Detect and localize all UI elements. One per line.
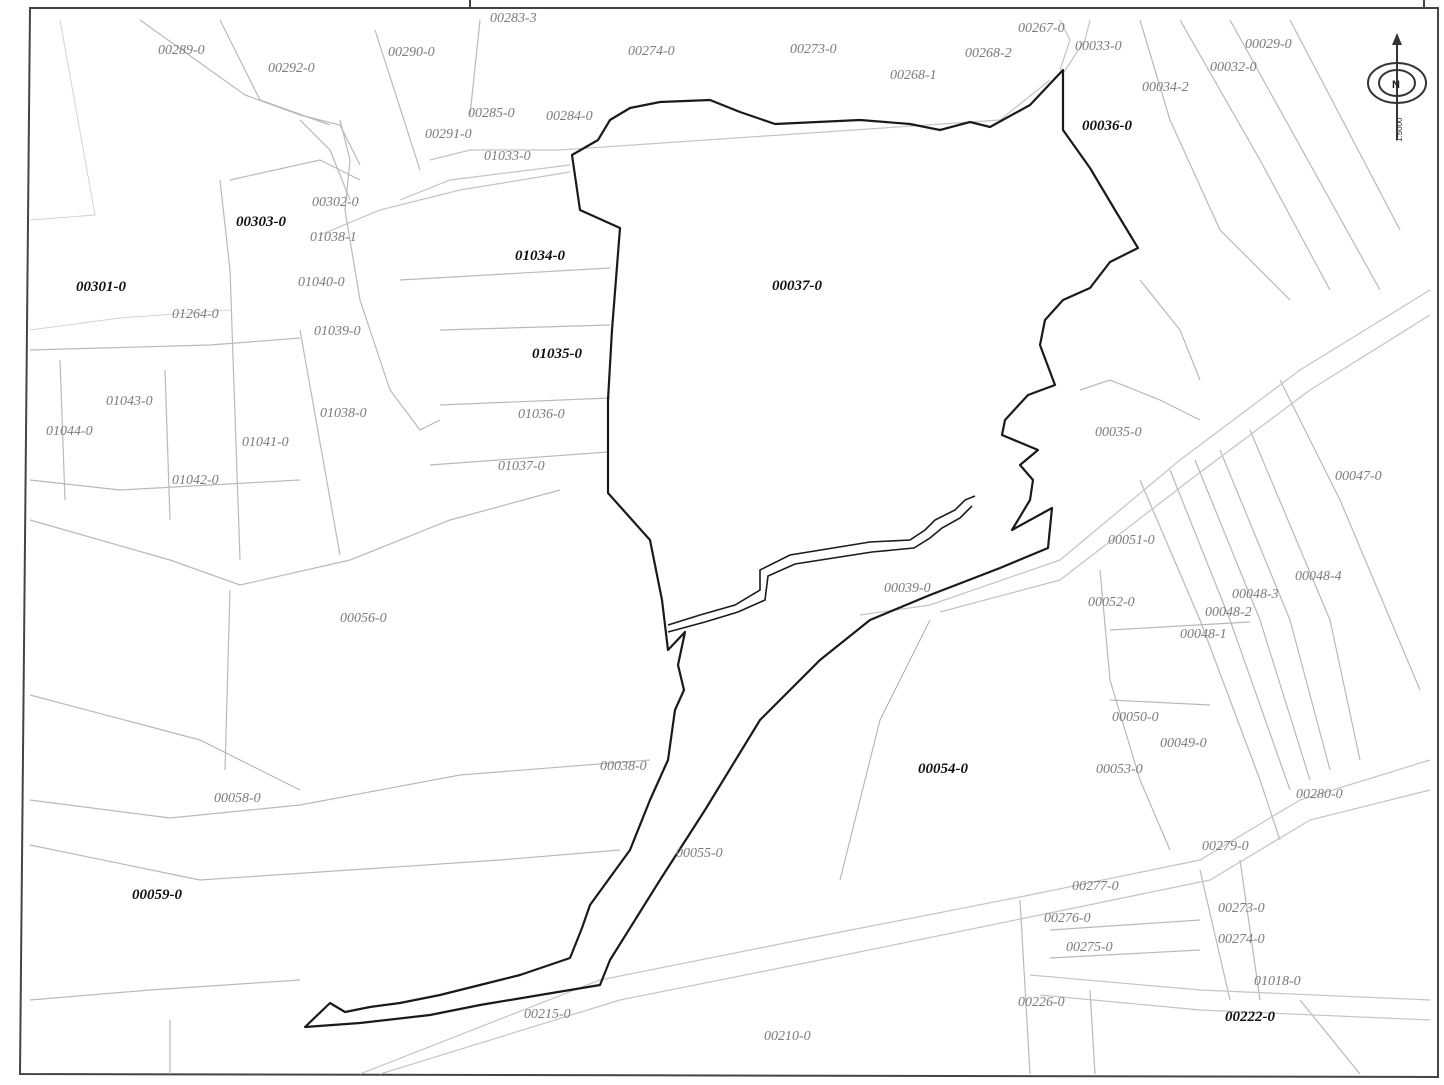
parcel-label: 00059-0 [132, 887, 182, 903]
map-frame [18, 7, 1439, 1079]
parcel-label: 00284-0 [546, 109, 593, 124]
parcel-label: 00051-0 [1108, 533, 1155, 548]
parcel-labels: 00283-3 00289-0 00292-0 00290-0 00274-0 … [46, 11, 1382, 1044]
parcel-label: 00274-0 [628, 44, 675, 59]
parcel-label: 00267-0 [1018, 21, 1065, 36]
map-scale-label: 1:5000 [1395, 117, 1404, 142]
parcel-label: 00050-0 [1112, 710, 1159, 725]
parcel-label: 00048-2 [1205, 605, 1252, 620]
parcel-label: 00037-0 [772, 278, 822, 294]
parcel-label: 00280-0 [1296, 787, 1343, 802]
parcel-label: 00048-4 [1295, 569, 1342, 584]
parcel-label: 01044-0 [46, 424, 93, 439]
parcel-label: 00210-0 [764, 1029, 811, 1044]
parcel-label: 00058-0 [214, 791, 261, 806]
parcel-label: 01039-0 [314, 324, 361, 339]
parcel-label: 00292-0 [268, 61, 315, 76]
parcel-label: 00047-0 [1335, 469, 1382, 484]
parcel-label: 00215-0 [524, 1007, 571, 1022]
parcel-label: 00268-1 [890, 68, 937, 83]
map-frame-top-tab [469, 0, 1425, 8]
parcel-label: 00268-2 [965, 46, 1012, 61]
parcel-label: 00029-0 [1245, 37, 1292, 52]
parcel-label: 00273-0 [1218, 901, 1265, 916]
parcel-label: 00302-0 [312, 195, 359, 210]
parcel-label: 00274-0 [1218, 932, 1265, 947]
parcel-label: 00303-0 [236, 214, 286, 230]
parcel-label: 00035-0 [1095, 425, 1142, 440]
subject-boundary [303, 68, 1140, 1029]
parcel-label: 01040-0 [298, 275, 345, 290]
parcel-label: 00290-0 [388, 45, 435, 60]
parcel-label: 00054-0 [918, 761, 968, 777]
parcel-label: 00301-0 [76, 279, 126, 295]
parcel-label: 00289-0 [158, 43, 205, 58]
parcel-label: 00222-0 [1225, 1009, 1275, 1025]
parcel-label: 01038-1 [310, 230, 357, 245]
north-arrow-compass: N 1:5000 [1367, 33, 1427, 142]
parcel-label: 01041-0 [242, 435, 289, 450]
parcel-label: 00276-0 [1044, 911, 1091, 926]
parcel-label: 00226-0 [1018, 995, 1065, 1010]
parcel-label: 00048-3 [1232, 587, 1279, 602]
parcel-label: 00285-0 [468, 106, 515, 121]
parcel-label: 01043-0 [106, 394, 153, 409]
parcel-label: 01034-0 [515, 248, 565, 264]
parcel-label: 00039-0 [884, 581, 931, 596]
parcel-label: 00275-0 [1066, 940, 1113, 955]
parcel-label: 00034-2 [1142, 80, 1189, 95]
parcel-label: 01038-0 [320, 406, 367, 421]
parcel-label: 01035-0 [532, 346, 582, 362]
parcel-label: 00279-0 [1202, 839, 1249, 854]
parcel-label: 00056-0 [340, 611, 387, 626]
parcel-label: 01264-0 [172, 307, 219, 322]
parcel-label: 00277-0 [1072, 879, 1119, 894]
parcel-label: 00055-0 [676, 846, 723, 861]
parcel-label: 01036-0 [518, 407, 565, 422]
parcel-label: 00048-1 [1180, 627, 1227, 642]
parcel-label: 00273-0 [790, 42, 837, 57]
parcel-label: 01018-0 [1254, 974, 1301, 989]
parcel-label: 00291-0 [425, 127, 472, 142]
parcel-lines [29, 19, 1421, 1075]
compass-north-label: N [1392, 79, 1400, 91]
parcel-label: 01033-0 [484, 149, 531, 164]
parcel-label: 00052-0 [1088, 595, 1135, 610]
parcel-label: 00033-0 [1075, 39, 1122, 54]
parcel-label: 00038-0 [600, 759, 647, 774]
parcel-label: 00032-0 [1210, 60, 1257, 75]
parcel-label: 00053-0 [1096, 762, 1143, 777]
parcel-label: 00049-0 [1160, 736, 1207, 751]
parcel-label: 00283-3 [490, 11, 537, 26]
parcel-label: 01037-0 [498, 459, 545, 474]
parcel-label: 00036-0 [1082, 118, 1132, 134]
parcel-label: 01042-0 [172, 473, 219, 488]
road-lines [319, 19, 1431, 1075]
